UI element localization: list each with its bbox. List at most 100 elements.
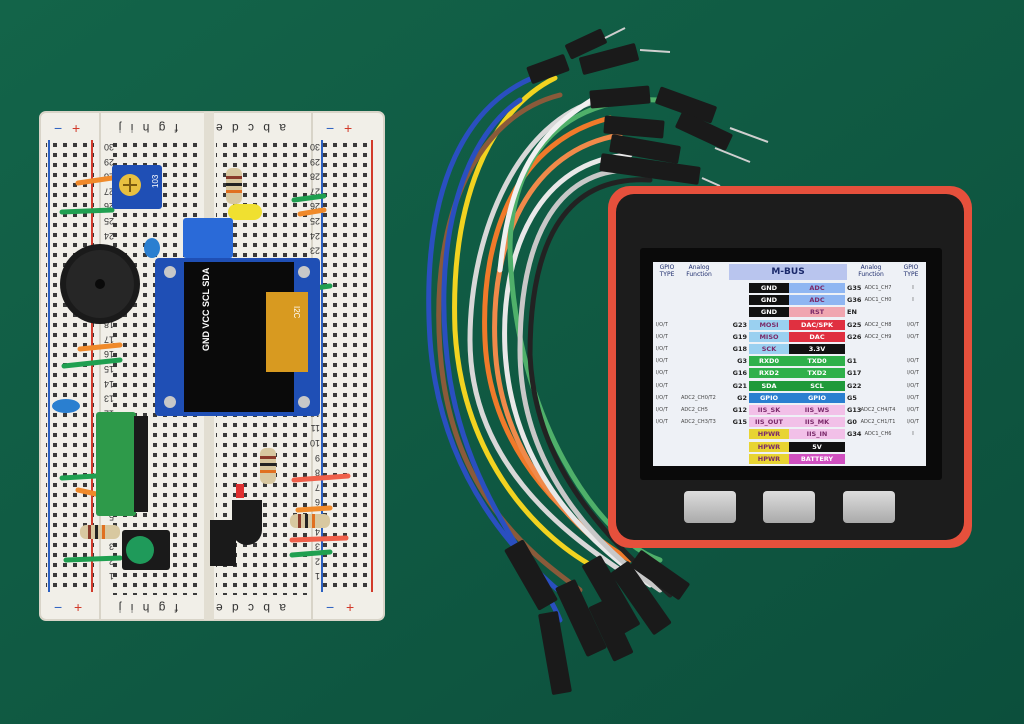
column-letters-left-top: f g h i j (116, 121, 178, 135)
row-number: 17 (104, 334, 114, 344)
row-number: 18 (104, 320, 114, 330)
row-number: 30 (104, 142, 114, 152)
pin-rname: RST (789, 307, 845, 318)
pin-lpin: G18 (732, 345, 747, 353)
rail-minus-br: − (326, 599, 334, 615)
pin-rname: 5V (789, 441, 845, 452)
pin-lname: MOSI (749, 319, 789, 330)
row-number: 3 (109, 542, 114, 552)
pin-lname: HPWR (749, 429, 789, 440)
header-analog-right: Analog Function (853, 264, 889, 278)
wire-connectors-bottom (504, 539, 690, 695)
pin-ltype: I/O/T (656, 382, 668, 389)
pin-rtype: I/O/T (907, 382, 919, 389)
pin-rpin: G13 (847, 406, 862, 414)
pin-lfunc: ADC2_CH3/T3 (681, 419, 716, 426)
pin-lpin: G3 (737, 357, 747, 366)
row-number: 9 (315, 453, 320, 463)
pin-rtype: I (912, 431, 914, 438)
pin-ltype: I/O/T (656, 419, 668, 426)
button-c[interactable] (843, 491, 895, 523)
row-number: 27 (104, 186, 114, 196)
pin-rpin: EN (847, 308, 857, 317)
pin-lname: GND (749, 307, 789, 318)
pin-lname: HPWR (749, 441, 789, 452)
row-number: 15 (104, 364, 114, 374)
row-number: 2 (315, 556, 320, 566)
row-number: 5 (109, 512, 114, 522)
header-left-line2: TYPE (659, 271, 675, 278)
row-number: 14 (104, 379, 114, 389)
header-left2-line1: Analog (688, 264, 710, 271)
pin-lpin: G19 (732, 332, 747, 341)
pin-rname: DAC (789, 331, 845, 342)
row-number: 23 (310, 246, 320, 256)
pin-lname: RXD2 (749, 368, 789, 379)
pin-lpin: G2 (737, 393, 747, 402)
pin-rname: TXD2 (789, 368, 845, 379)
pin-lname: GPIO (749, 392, 789, 403)
pin-rpin: G36 (847, 296, 862, 305)
pot-label: 103 (151, 174, 160, 188)
oled-i2c-badge: I2C (292, 306, 301, 319)
header-left2-line2: Function (686, 271, 712, 278)
pin-rtype: I/O/T (907, 358, 919, 365)
pin-rname: IIS_IN (789, 429, 845, 440)
pin-rtype: I/O/T (907, 394, 919, 401)
pin-lname: IIS_OUT (749, 417, 789, 428)
row-number: 6 (315, 497, 320, 507)
button-b[interactable] (763, 491, 815, 523)
row-number: 13 (104, 394, 114, 404)
row-number: 2 (109, 556, 114, 566)
pin-lname: MISO (749, 331, 789, 342)
pin-lpin: G21 (732, 381, 747, 390)
oled-pin-labels: GND VCC SCL SDA (201, 267, 211, 351)
pin-lpin: G15 (732, 418, 747, 427)
pin-ltype: I/O/T (656, 346, 668, 352)
pin-lname: RXD0 (749, 356, 789, 367)
row-number: 26 (310, 201, 320, 211)
row-number: 27 (310, 186, 320, 196)
row-number: 30 (310, 142, 320, 152)
row-number: 24 (310, 231, 320, 241)
pin-rtype: I/O/T (907, 370, 919, 377)
pin-rpin: G34 (847, 430, 862, 439)
pin-rtype: I/O/T (907, 407, 919, 413)
pin-rtype: I (912, 297, 914, 304)
row-number: 29 (104, 157, 114, 167)
breadboard-components: 103 GND VCC SCL SDA I2C (52, 165, 351, 570)
pin-rtype: I (912, 285, 914, 291)
pin-rname: 3.3V (789, 344, 845, 354)
row-number: 10 (310, 438, 320, 448)
rail-plus-tl: + (72, 120, 80, 136)
pin-rname: BATTERY (789, 453, 845, 464)
row-number: 25 (104, 216, 114, 226)
pin-rpin: G35 (847, 284, 862, 292)
row-number: 29 (310, 157, 320, 167)
pin-rfunc: ADC2_CH1/T1 (860, 419, 896, 426)
rail-minus-tl: − (54, 120, 62, 136)
header-right2-line1: GPIO (903, 264, 919, 271)
wire-pins-top (604, 27, 769, 187)
pin-rpin: G17 (847, 369, 862, 378)
pin-rtype: I/O/T (907, 419, 919, 426)
pin-rpin: G22 (847, 381, 862, 390)
pin-lname: SCK (749, 344, 789, 354)
wire-connectors-top (526, 28, 733, 185)
pin-lname: SDA (749, 380, 789, 391)
button-a[interactable] (684, 491, 736, 523)
pin-rfunc: ADC1_CH0 (864, 297, 892, 304)
pin-rname: DAC/SPK (789, 319, 845, 330)
column-letters-right-bottom: a b c d e (213, 601, 286, 615)
pin-rpin: G5 (847, 393, 857, 402)
pin-rpin: G25 (847, 320, 862, 329)
jumper-wires (426, 72, 673, 623)
rail-minus-tr: − (326, 120, 334, 136)
screen-title: M-BUS (729, 264, 847, 280)
